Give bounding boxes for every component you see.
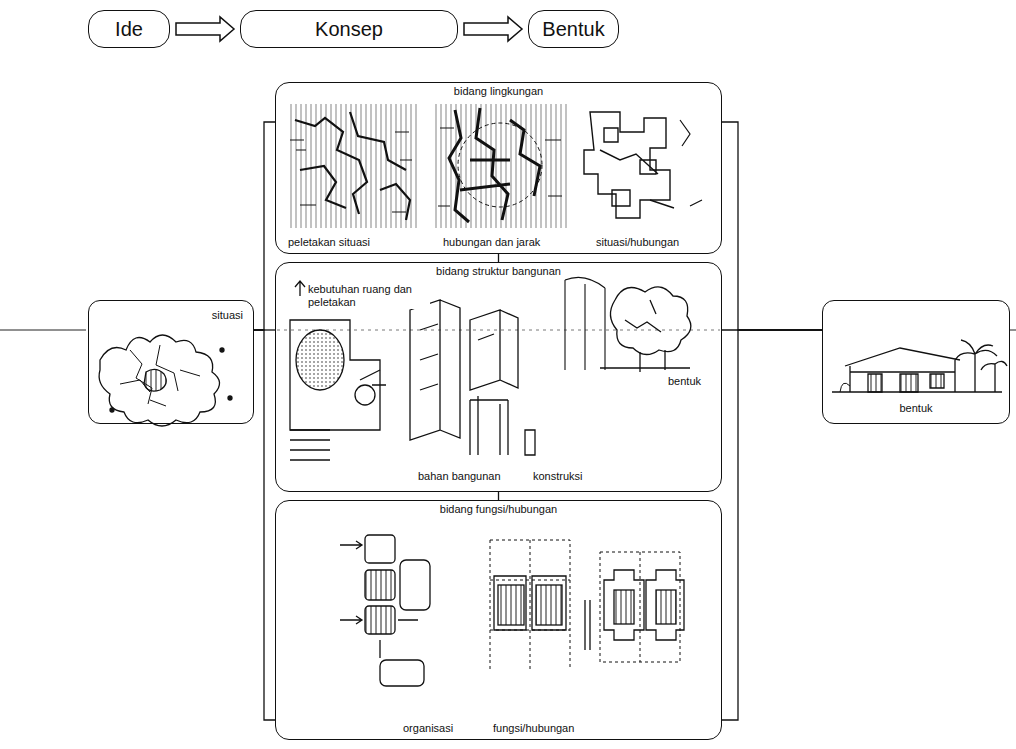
site-sketch [288, 104, 702, 228]
concept-box: Konsep [240, 10, 458, 48]
sketch-caption: situasi/hubungan [594, 236, 681, 249]
box-title: Bentuk [540, 17, 606, 41]
bracket-connector [722, 330, 822, 720]
form-box: Bentuk [528, 10, 619, 48]
block-arrow [176, 17, 234, 41]
situation-box: situasi [88, 300, 254, 424]
environment-panel: bidang lingkungan peletakan situasi hubung… [275, 82, 722, 254]
bracket-connector [722, 122, 822, 330]
structure-sketch [290, 277, 691, 460]
sketch-caption: hubungan dan jarak [441, 236, 542, 249]
bracket-connector [498, 254, 499, 262]
structure-panel: bidang struktur bangunan kebutuhan ruang … [275, 262, 722, 492]
bracket-connector [254, 330, 275, 720]
box-label: situasi [210, 309, 245, 322]
function-sketch [340, 535, 684, 686]
bracket-connector [254, 122, 275, 330]
box-title: Ide [113, 17, 145, 41]
box-label: bentuk [897, 402, 934, 415]
sketch-caption: bentuk [666, 375, 703, 388]
guide-line [277, 330, 720, 331]
block-arrow [464, 17, 522, 41]
box-title: Konsep [313, 17, 385, 41]
form-result-box: bentuk [822, 300, 1010, 424]
function-panel: bidang fungsi/hubungan organisasi fungsi/h… [275, 500, 722, 740]
panel-heading: bidang fungsi/hubungan [438, 503, 559, 516]
guide-line [0, 330, 86, 331]
sketch-caption: konstruksi [531, 470, 585, 483]
panel-heading: bidang struktur bangunan [434, 265, 563, 278]
sketch-caption: kebutuhan ruang dan peletakan [306, 283, 430, 309]
sketch-caption: bahan bangunan [416, 470, 503, 483]
guide-line [1010, 330, 1016, 331]
house-sketch [832, 340, 1007, 392]
idea-box: Ide [88, 10, 170, 48]
site-map [99, 335, 232, 426]
panel-heading: bidang lingkungan [452, 85, 545, 98]
sketch-caption: peletakan situasi [286, 236, 372, 249]
bracket-connector [498, 492, 499, 500]
sketch-caption: organisasi [401, 722, 455, 735]
sketch-caption: fungsi/hubungan [491, 722, 576, 735]
